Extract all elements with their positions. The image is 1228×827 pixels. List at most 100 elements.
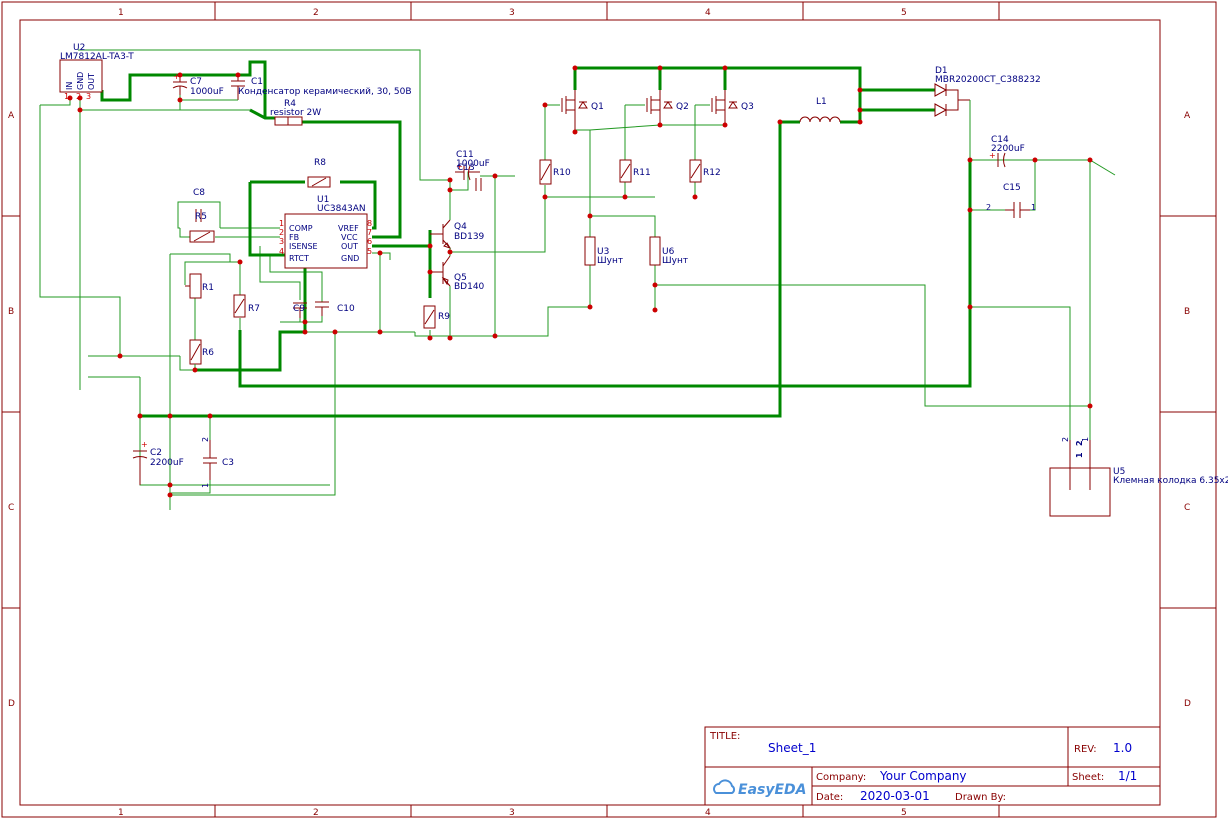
junction-dots <box>67 65 1093 498</box>
u1-pin-name: VREF <box>338 224 359 233</box>
u1-pin-num: 3 <box>279 237 284 246</box>
u6-shunt[interactable]: U6 Шунт <box>649 236 688 266</box>
q3-mosfet[interactable]: Q3 <box>711 90 754 125</box>
r8-resistor[interactable]: R8 <box>307 158 331 188</box>
col-label: 1 <box>118 808 124 818</box>
u1-pin-num: 1 <box>279 219 284 228</box>
r1-potentiometer[interactable]: R1 <box>185 273 214 299</box>
r7-resistor[interactable]: R7 <box>233 294 260 318</box>
q4-ref: Q4 <box>454 222 467 232</box>
u1-pin-num: 2 <box>279 228 284 237</box>
d1-diode[interactable]: D1 MBR20200CT_C388232 <box>934 66 1041 160</box>
row-labels-right: A B C D <box>1184 111 1191 709</box>
u1-controller[interactable]: U1 UC3843AN COMP FB ISENSE RTCT 1 2 3 4 … <box>279 195 372 269</box>
u5-inner-label: 1 <box>1075 452 1084 458</box>
c11-capacitor[interactable]: + C11 1000uF <box>455 150 490 181</box>
r11-resistor[interactable]: R11 <box>619 159 651 183</box>
u5-pin-num: 2 <box>1061 437 1070 442</box>
row-labels-left: A B C D <box>8 111 15 709</box>
u2-pin-gnd: GND <box>76 72 85 90</box>
company-value: Your Company <box>879 769 967 783</box>
u6-value: Шунт <box>662 256 688 266</box>
c15-capacitor[interactable]: C15 2 1 <box>986 183 1036 218</box>
u2-pin-num: 1 <box>64 92 69 101</box>
u1-pin-name: FB <box>289 233 299 242</box>
col-label: 4 <box>705 8 711 18</box>
sheet-number: 1/1 <box>1118 769 1137 783</box>
row-label: A <box>8 111 15 121</box>
r6-resistor[interactable]: R6 <box>189 339 214 370</box>
c3-pin-num: 1 <box>201 483 210 488</box>
col-label: 3 <box>509 8 515 18</box>
r8-ref: R8 <box>314 158 326 168</box>
r5-resistor[interactable]: R5 <box>189 212 215 243</box>
c1-value: Конденсатор керамический, 30, 50В <box>238 87 412 97</box>
sheet-title: Sheet_1 <box>768 741 816 755</box>
q5-transistor[interactable]: Q5 BD140 <box>430 248 485 336</box>
l1-inductor[interactable]: L1 <box>799 97 841 123</box>
u1-pin-num: 8 <box>367 219 372 228</box>
column-labels-bottom: 1 2 3 4 5 <box>118 808 907 818</box>
col-label: 1 <box>118 8 124 18</box>
q1-mosfet[interactable]: Q1 <box>561 90 604 132</box>
r12-resistor[interactable]: R12 <box>689 159 721 183</box>
c15-pin-num: 2 <box>986 203 991 212</box>
r11-ref: R11 <box>633 168 651 178</box>
r1-ref: R1 <box>202 283 214 293</box>
c8-ref: C8 <box>193 188 205 198</box>
title-block: TITLE: Sheet_1 REV: 1.0 Company: Your Co… <box>704 726 1161 806</box>
r12-ref: R12 <box>703 168 721 178</box>
r4-resistor[interactable]: R4 resistor 2W <box>270 99 321 126</box>
d1-value: MBR20200CT_C388232 <box>935 75 1041 85</box>
u3-value: Шунт <box>597 256 623 266</box>
u3-ref: U3 <box>597 247 609 257</box>
row-label: B <box>1184 307 1190 317</box>
row-label: A <box>1184 111 1191 121</box>
u5-pin-num: 1 <box>1081 437 1090 442</box>
row-label: B <box>8 307 14 317</box>
c14-ref: C14 <box>991 135 1009 145</box>
u5-value: Клемная колодка 6.35x2 <box>1113 476 1228 486</box>
col-label: 5 <box>901 8 907 18</box>
c9-capacitor[interactable]: C9 <box>293 302 307 318</box>
c9-ref: C9 <box>293 304 305 314</box>
c7-capacitor[interactable]: + C7 1000uF <box>172 72 224 97</box>
c2-ref: C2 <box>150 448 162 458</box>
row-label: D <box>8 699 15 709</box>
c15-ref: C15 <box>1003 183 1021 193</box>
u1-pin-name: VCC <box>341 233 358 242</box>
c7-value: 1000uF <box>190 87 224 97</box>
u1-pin-num: 7 <box>367 228 372 237</box>
c10-capacitor[interactable]: C10 <box>315 301 355 316</box>
u2-value: LM7812AL-TA3-T <box>60 52 134 62</box>
c14-capacitor[interactable]: + C14 2200uF <box>989 135 1025 168</box>
u1-pin-name: COMP <box>289 224 313 233</box>
c8-capacitor[interactable]: C8 <box>193 188 205 222</box>
c15-pin-num: 1 <box>1031 203 1036 212</box>
logo-text: EasyEDA <box>738 782 807 798</box>
rev-value: 1.0 <box>1113 741 1132 755</box>
c14-value: 2200uF <box>991 144 1025 154</box>
r10-resistor[interactable]: R10 <box>539 159 571 185</box>
u2-regulator[interactable]: U2 LM7812AL-TA3-T IN GND OUT 1 2 3 <box>59 43 134 101</box>
r9-ref: R9 <box>438 312 450 322</box>
col-label: 2 <box>313 808 319 818</box>
d1-ref: D1 <box>935 66 948 76</box>
q2-mosfet[interactable]: Q2 <box>646 90 689 125</box>
u1-pin-name: ISENSE <box>289 242 318 251</box>
c2-capacitor[interactable]: + C2 2200uF <box>132 440 184 485</box>
c13-capacitor[interactable]: C13 <box>457 163 482 191</box>
u2-pin-num: 3 <box>86 92 91 101</box>
l1-ref: L1 <box>816 97 827 107</box>
column-labels-top: 1 2 3 4 5 <box>118 8 907 18</box>
r4-value: resistor 2W <box>270 108 321 118</box>
q4-transistor[interactable]: Q4 BD139 <box>430 219 485 249</box>
c3-capacitor[interactable]: C3 2 1 <box>201 437 234 488</box>
u5-terminal-block[interactable]: 2 1 1 2 U5 Клемная колодка 6.35x2 <box>1049 437 1228 517</box>
c1-capacitor[interactable]: C1 Конденсатор керамический, 30, 50В <box>180 75 412 101</box>
r9-resistor[interactable]: R9 <box>423 305 450 329</box>
u1-pin-name: GND <box>341 254 359 263</box>
u3-shunt[interactable]: U3 Шунт <box>584 236 623 266</box>
u1-value: UC3843AN <box>317 204 366 214</box>
